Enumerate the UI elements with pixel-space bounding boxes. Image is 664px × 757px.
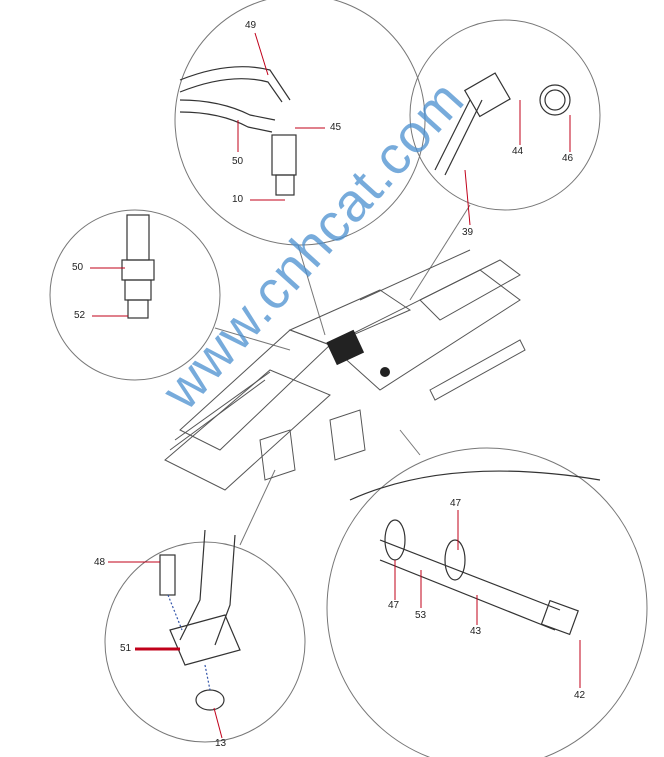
callout-39: 39: [462, 227, 474, 238]
callout-43: 43: [470, 626, 482, 637]
detail-circle-left: [49, 209, 221, 381]
top-hoses: [179, 66, 297, 196]
callout-48: 48: [94, 557, 106, 568]
callout-50-left: 50: [72, 262, 84, 273]
callout-47-top: 47: [450, 498, 462, 509]
detail-circle-bottom-left: [104, 541, 306, 743]
left-fitting: [121, 214, 155, 319]
detail-circle-top-right: [409, 19, 601, 211]
leader-lines: [90, 32, 581, 739]
detail-circle-top: [174, 0, 426, 246]
callout-49: 49: [245, 20, 257, 31]
callout-13: 13: [215, 738, 227, 749]
top-right-fitting: [434, 72, 571, 176]
callout-46: 46: [562, 153, 574, 164]
detail-circle-bottom-right: [326, 447, 648, 757]
callout-44: 44: [512, 146, 524, 157]
hydraulic-block: [326, 329, 390, 377]
callout-51: 51: [120, 643, 132, 654]
bottom-left-flange: [159, 529, 241, 711]
callout-42: 42: [574, 690, 586, 701]
callout-45: 45: [330, 122, 342, 133]
machine-assembly: [164, 249, 526, 491]
callout-53: 53: [415, 610, 427, 621]
callout-10: 10: [232, 194, 244, 205]
callout-52: 52: [74, 310, 86, 321]
callout-50: 50: [232, 156, 244, 167]
callout-47-bottom: 47: [388, 600, 400, 611]
